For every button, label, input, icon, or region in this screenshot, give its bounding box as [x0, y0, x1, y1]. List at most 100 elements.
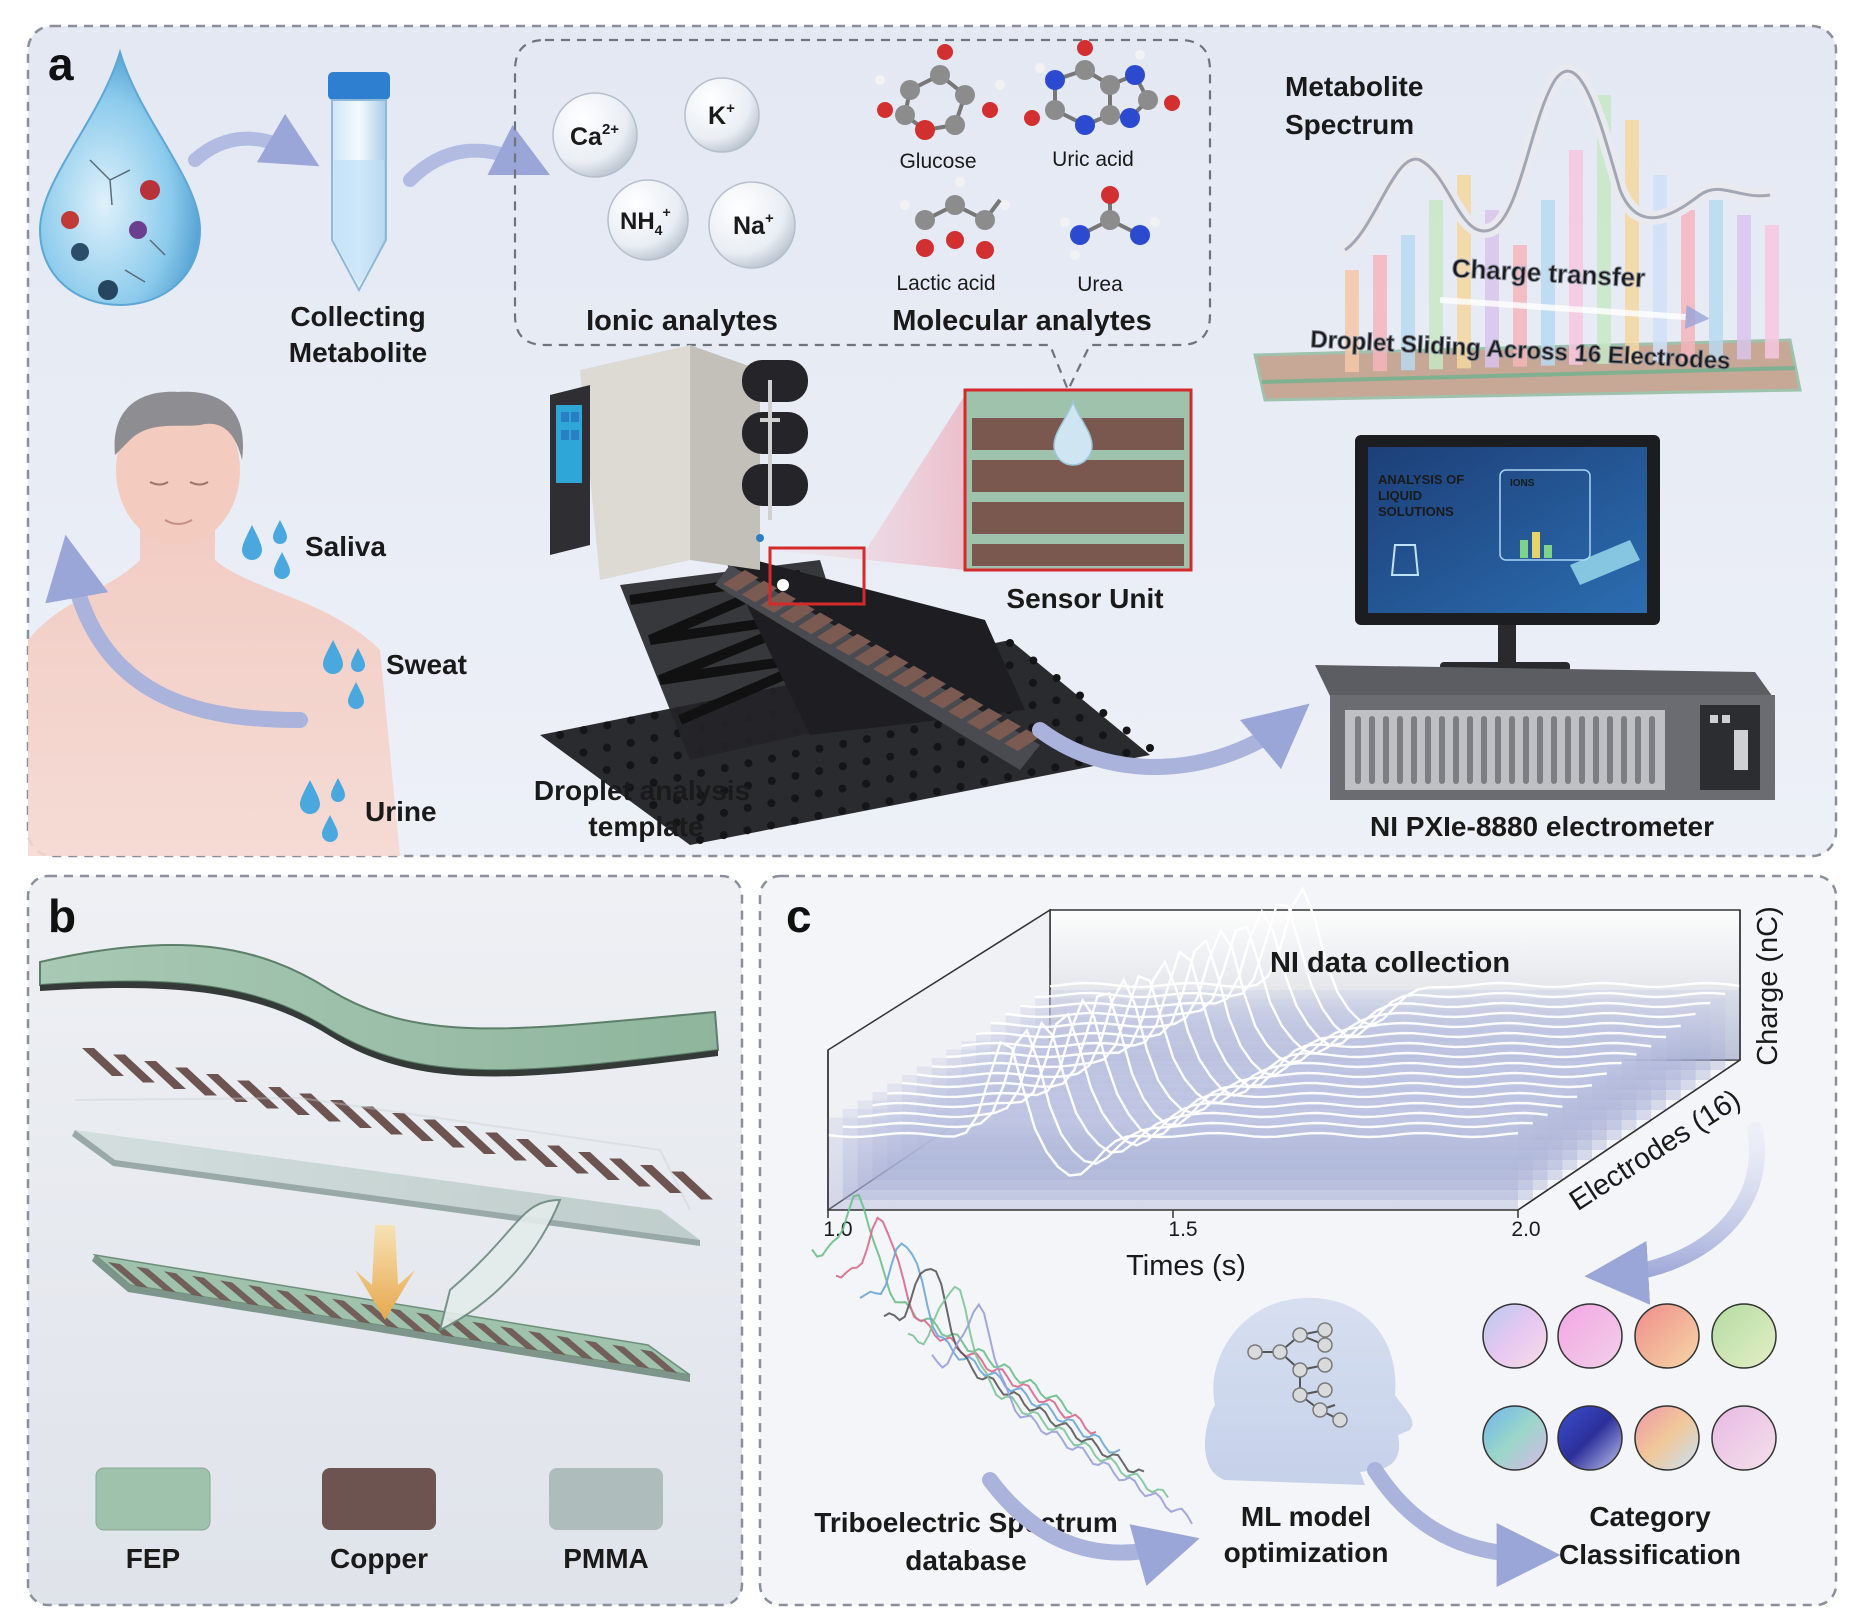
assembled-electrode [192, 1275, 237, 1306]
plate-hole [1052, 696, 1061, 705]
plate-hole [886, 752, 895, 761]
category-5 [1482, 1405, 1548, 1471]
spectrum-bar [1401, 235, 1415, 371]
ramp-electrode [760, 591, 796, 613]
copper-electrode [361, 1106, 403, 1135]
electrometer-slot [1481, 716, 1487, 784]
ramp-electrode [910, 676, 946, 698]
plate-hole [909, 792, 918, 801]
spectrum-bar [1429, 200, 1443, 370]
ion-k-bubble: K+ [684, 77, 760, 153]
plate-hole [650, 733, 659, 742]
assembled-electrode [472, 1321, 517, 1352]
ion-nh4-subscript: 4 [655, 222, 663, 238]
database-trace [931, 1302, 1193, 1525]
ml-label-line2: optimization [1224, 1537, 1389, 1568]
template-label-line2: template [588, 811, 703, 842]
legend-fep-swatch [95, 1467, 211, 1531]
plate-hole [556, 731, 564, 739]
ion-k-charge: + [726, 100, 735, 117]
collection-tube [328, 72, 390, 293]
plate-hole [650, 711, 659, 720]
urea-molecule [1060, 186, 1160, 260]
plate-hole [767, 799, 776, 808]
urine-drops [300, 778, 345, 842]
copper-electrode [516, 1139, 558, 1167]
copper-electrode [299, 1093, 341, 1122]
plate-hole [768, 754, 777, 763]
monitor-text-line2: LIQUID [1378, 488, 1422, 503]
glucose-molecule [875, 44, 1005, 140]
svg-text:Ca2+: Ca2+ [570, 121, 619, 151]
ion-nh4-charge: + [662, 204, 670, 220]
copper-electrode [609, 1158, 651, 1187]
arrow-body-to-droplet [45, 534, 308, 728]
database-label-line2: database [905, 1545, 1026, 1576]
ion-na-bubble: Na+ [708, 181, 796, 269]
copper-electrode [330, 1100, 372, 1128]
plate-hole [814, 789, 823, 798]
uric-acid-molecule [1024, 40, 1180, 135]
x-axis-label: Times (s) [1126, 1250, 1246, 1282]
panel-a-frame [26, 24, 1838, 858]
plate-hole [885, 774, 894, 783]
category-8 [1711, 1405, 1777, 1471]
electrometer-slot [1383, 716, 1389, 784]
ramp-electrode [723, 570, 759, 592]
electrometer-slot [1537, 716, 1543, 784]
molecule-urea-label: Urea [1077, 273, 1123, 296]
plate-hole [602, 766, 611, 774]
droplet-analysis-apparatus [540, 345, 1154, 845]
ion-k-symbol: K [708, 102, 726, 130]
zoom-cone [770, 395, 965, 570]
plate-hole [1051, 763, 1060, 772]
spectrum-title-line1: Metabolite [1285, 71, 1423, 102]
copper-electrode [423, 1119, 465, 1148]
ramp-electrodes [723, 570, 1040, 752]
assembled-electrode [640, 1349, 685, 1380]
plate-hole [1028, 701, 1037, 710]
plate-hole [956, 760, 965, 769]
plate-hole [791, 794, 800, 803]
ramp-electrode [854, 644, 890, 667]
plate-hole [720, 786, 729, 795]
legend-pmma-swatch [549, 1468, 663, 1530]
plate-hole [1028, 678, 1037, 687]
plate-hole [743, 803, 752, 812]
copper-electrode [82, 1048, 124, 1076]
class-label-line1: Category [1589, 1501, 1711, 1532]
copper-electrode [206, 1074, 248, 1102]
material-legend: FEP Copper PMMA [95, 1467, 663, 1574]
copper-electrode [392, 1113, 434, 1141]
plate-hole [839, 739, 848, 748]
plate-hole [814, 811, 823, 820]
electrometer-slot [1467, 716, 1473, 784]
plate-hole [815, 744, 824, 753]
electrometer-slot [1579, 716, 1585, 784]
molecule-glucose-label: Glucose [899, 150, 976, 173]
category-7 [1634, 1405, 1700, 1471]
waterfall-trace [901, 992, 1593, 1127]
plate-hole [1027, 768, 1036, 777]
database-trace [859, 1242, 1121, 1454]
molecule-uric-acid-label: Uric acid [1052, 148, 1134, 171]
urine-label: Urine [365, 796, 437, 827]
plate-hole [862, 735, 871, 744]
electrometer-slots [1355, 716, 1655, 784]
ramp-electrode [816, 623, 853, 645]
copper-electrode [113, 1054, 155, 1083]
plate-hole [1029, 656, 1038, 665]
plate-hole [791, 771, 800, 780]
waterfall-trace [827, 1040, 1519, 1177]
plate-hole [862, 757, 871, 766]
ion-nh4-bubble: NH4+ [607, 179, 689, 261]
plate-hole [1005, 661, 1014, 670]
assembled-electrode [220, 1280, 265, 1311]
ramp-electrode [1004, 729, 1040, 752]
database-trace [811, 1193, 1073, 1415]
ion-na-symbol: Na [733, 212, 766, 240]
copper-electrode [237, 1080, 279, 1109]
waterfall-trace [916, 977, 1607, 1115]
assembled-electrodes [108, 1262, 685, 1380]
sweat-label: Sweat [386, 649, 467, 680]
